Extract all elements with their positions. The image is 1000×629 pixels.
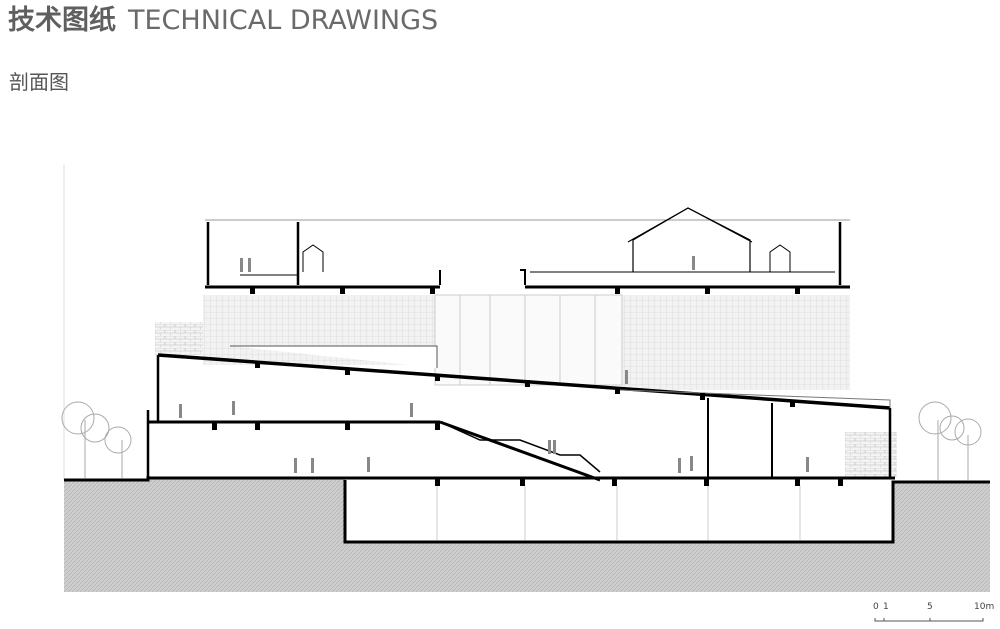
brick-wall-right bbox=[845, 432, 897, 477]
facade-right bbox=[622, 295, 850, 390]
scale-bar: 0 1 5 10m bbox=[860, 602, 1000, 628]
glass-curtain bbox=[434, 294, 623, 386]
title-en: TECHNICAL DRAWINGS bbox=[128, 5, 439, 36]
basement-columns bbox=[436, 486, 801, 540]
title-cn: 技术图纸 bbox=[8, 5, 116, 36]
scale-label: 0 bbox=[873, 602, 879, 612]
drawing-subtitle: 剖面图 bbox=[9, 70, 69, 94]
brick-wall-left bbox=[155, 322, 203, 355]
tree-left bbox=[61, 401, 132, 478]
scale-label: 5 bbox=[927, 602, 933, 612]
people-figures bbox=[179, 256, 809, 473]
tree-right bbox=[918, 401, 982, 480]
page-title: 技术图纸 TECHNICAL DRAWINGS bbox=[8, 4, 438, 38]
floor-slabs bbox=[146, 355, 895, 482]
parapet bbox=[230, 345, 438, 368]
scale-bar-line bbox=[874, 618, 984, 622]
scale-label: 1 bbox=[883, 602, 889, 612]
ground-hatch bbox=[64, 478, 990, 592]
roof-structure bbox=[205, 207, 850, 289]
floor-beams bbox=[212, 361, 843, 486]
roof-beams bbox=[250, 288, 800, 294]
ramp-roof bbox=[157, 353, 891, 410]
basement-space bbox=[347, 486, 891, 540]
scale-label: 10m bbox=[974, 602, 995, 612]
